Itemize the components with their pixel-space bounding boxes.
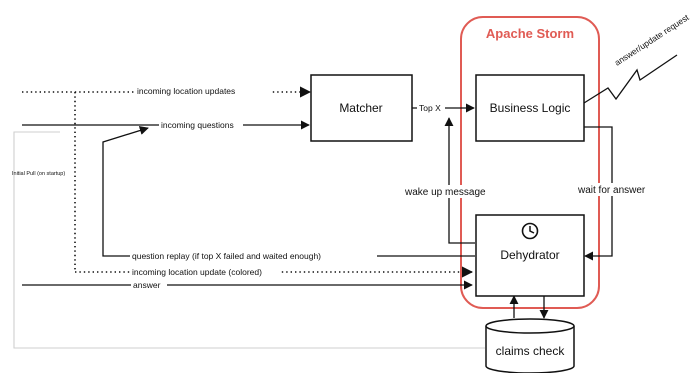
initial-pull-label: Initial Pull (on startup) (12, 171, 65, 177)
claims-check-label: claims check (496, 344, 566, 358)
answer-update-request-line (583, 54, 678, 104)
question-replay-label: question replay (if top X failed and wai… (132, 251, 321, 261)
matcher-box (310, 74, 413, 142)
dehydrator-label: Dehydrator (500, 248, 559, 262)
apache-storm-container (460, 16, 600, 309)
answer-update-request-label: answer/update request (613, 12, 692, 68)
claims-check-cylinder (485, 318, 575, 373)
matcher-label: Matcher (339, 101, 382, 115)
initial-pull-line (13, 131, 485, 349)
top-x-label: Top X (419, 103, 441, 113)
incoming-location-update-colored-label: incoming location update (colored) (132, 267, 262, 277)
business-logic-label: Business Logic (490, 101, 571, 115)
incoming-location-updates-label: incoming location updates (137, 86, 235, 96)
apache-storm-label: Apache Storm (486, 26, 574, 41)
wake-up-message-line (444, 117, 475, 244)
clock-icon (521, 222, 539, 240)
answer-label: answer (133, 280, 161, 290)
wake-up-message-label: wake up message (404, 187, 486, 198)
wait-for-answer-label: wait for answer (577, 185, 646, 196)
business-logic-box (475, 74, 585, 142)
incoming-questions-label: incoming questions (161, 120, 234, 130)
